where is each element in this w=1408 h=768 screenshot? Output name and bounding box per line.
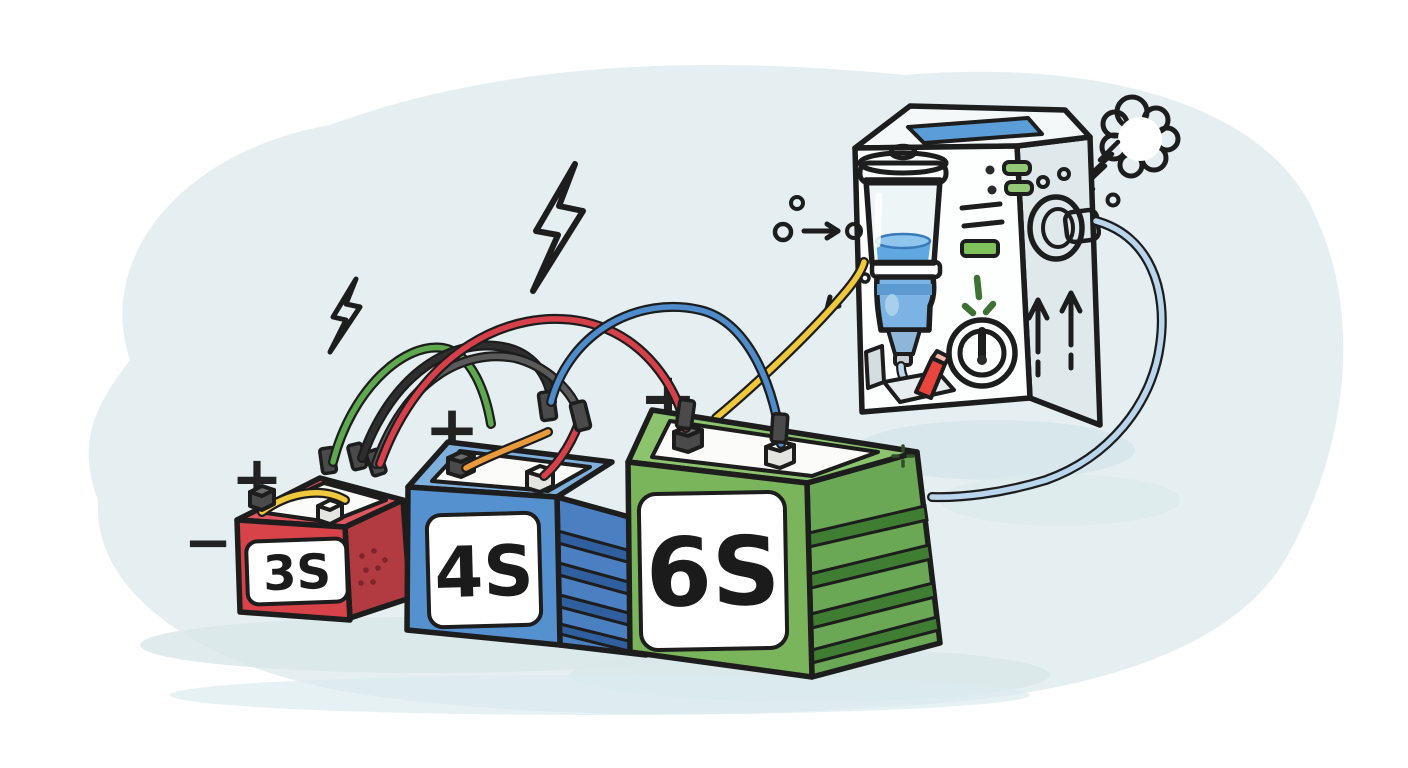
- wire-yellow: [711, 257, 869, 423]
- battery-terminal: [248, 484, 344, 526]
- battery-6s-label: 6S: [645, 517, 781, 629]
- minus-symbol: −: [184, 508, 233, 576]
- battery-3s-label: 3S: [262, 544, 332, 602]
- indicator-lights: [959, 160, 1034, 258]
- lid-knob: [888, 143, 918, 161]
- ground-shadow: [855, 420, 1135, 480]
- slot-flap: [864, 344, 886, 390]
- power-button: [946, 317, 1018, 389]
- vent-dots: [358, 548, 388, 586]
- battery-6s-label-panel: [636, 490, 790, 652]
- bubble-blue: [845, 222, 863, 240]
- liquid-surface: [874, 232, 932, 250]
- ground-shadow: [170, 675, 1030, 715]
- up-arrows-icon: [1026, 290, 1083, 378]
- bubble: [789, 195, 805, 211]
- battery-3s: 3S: [234, 441, 413, 623]
- wire-green: [328, 342, 496, 467]
- steam-cloud: [1069, 94, 1181, 208]
- charger-base-slot: [864, 344, 956, 404]
- bottle-band: [877, 284, 932, 295]
- wire-red-long: [375, 313, 691, 469]
- bubble: [1105, 192, 1121, 208]
- down-arrow-icon: [961, 274, 997, 317]
- right-arrow-icon: [801, 221, 841, 241]
- container-lid: [857, 160, 949, 186]
- wire-orange: [461, 427, 553, 473]
- battery-4s-label-panel: [424, 510, 544, 630]
- bubble: [772, 221, 794, 243]
- battery-4s-side-stripes: [556, 529, 647, 657]
- crosshair-mark: [891, 444, 915, 468]
- cloud-icon: [1099, 94, 1181, 179]
- lid-top: [857, 150, 949, 176]
- battery-3s-label-panel: [244, 536, 350, 607]
- charge-tube: [927, 216, 1167, 503]
- battery-4s-label: 4S: [433, 530, 534, 615]
- cup-highlight: [873, 192, 883, 248]
- lightning-bolt-small-icon: [327, 276, 363, 355]
- lightning-bolts: [327, 161, 586, 355]
- red-wedge-top: [930, 349, 951, 366]
- vent-hole: [1057, 167, 1071, 181]
- battery-terminal: [672, 424, 796, 470]
- vent-hole: [1036, 175, 1050, 189]
- wire-blue-long: [546, 301, 786, 449]
- charger-screen: [906, 116, 1044, 145]
- ground-shadow: [940, 474, 1180, 526]
- lightning-bolt-large-icon: [530, 161, 586, 294]
- wire-sleeves: [674, 397, 790, 445]
- battery-6s: 6S: [625, 407, 943, 680]
- nozzle: [886, 328, 922, 356]
- bottle-highlight: [885, 294, 899, 316]
